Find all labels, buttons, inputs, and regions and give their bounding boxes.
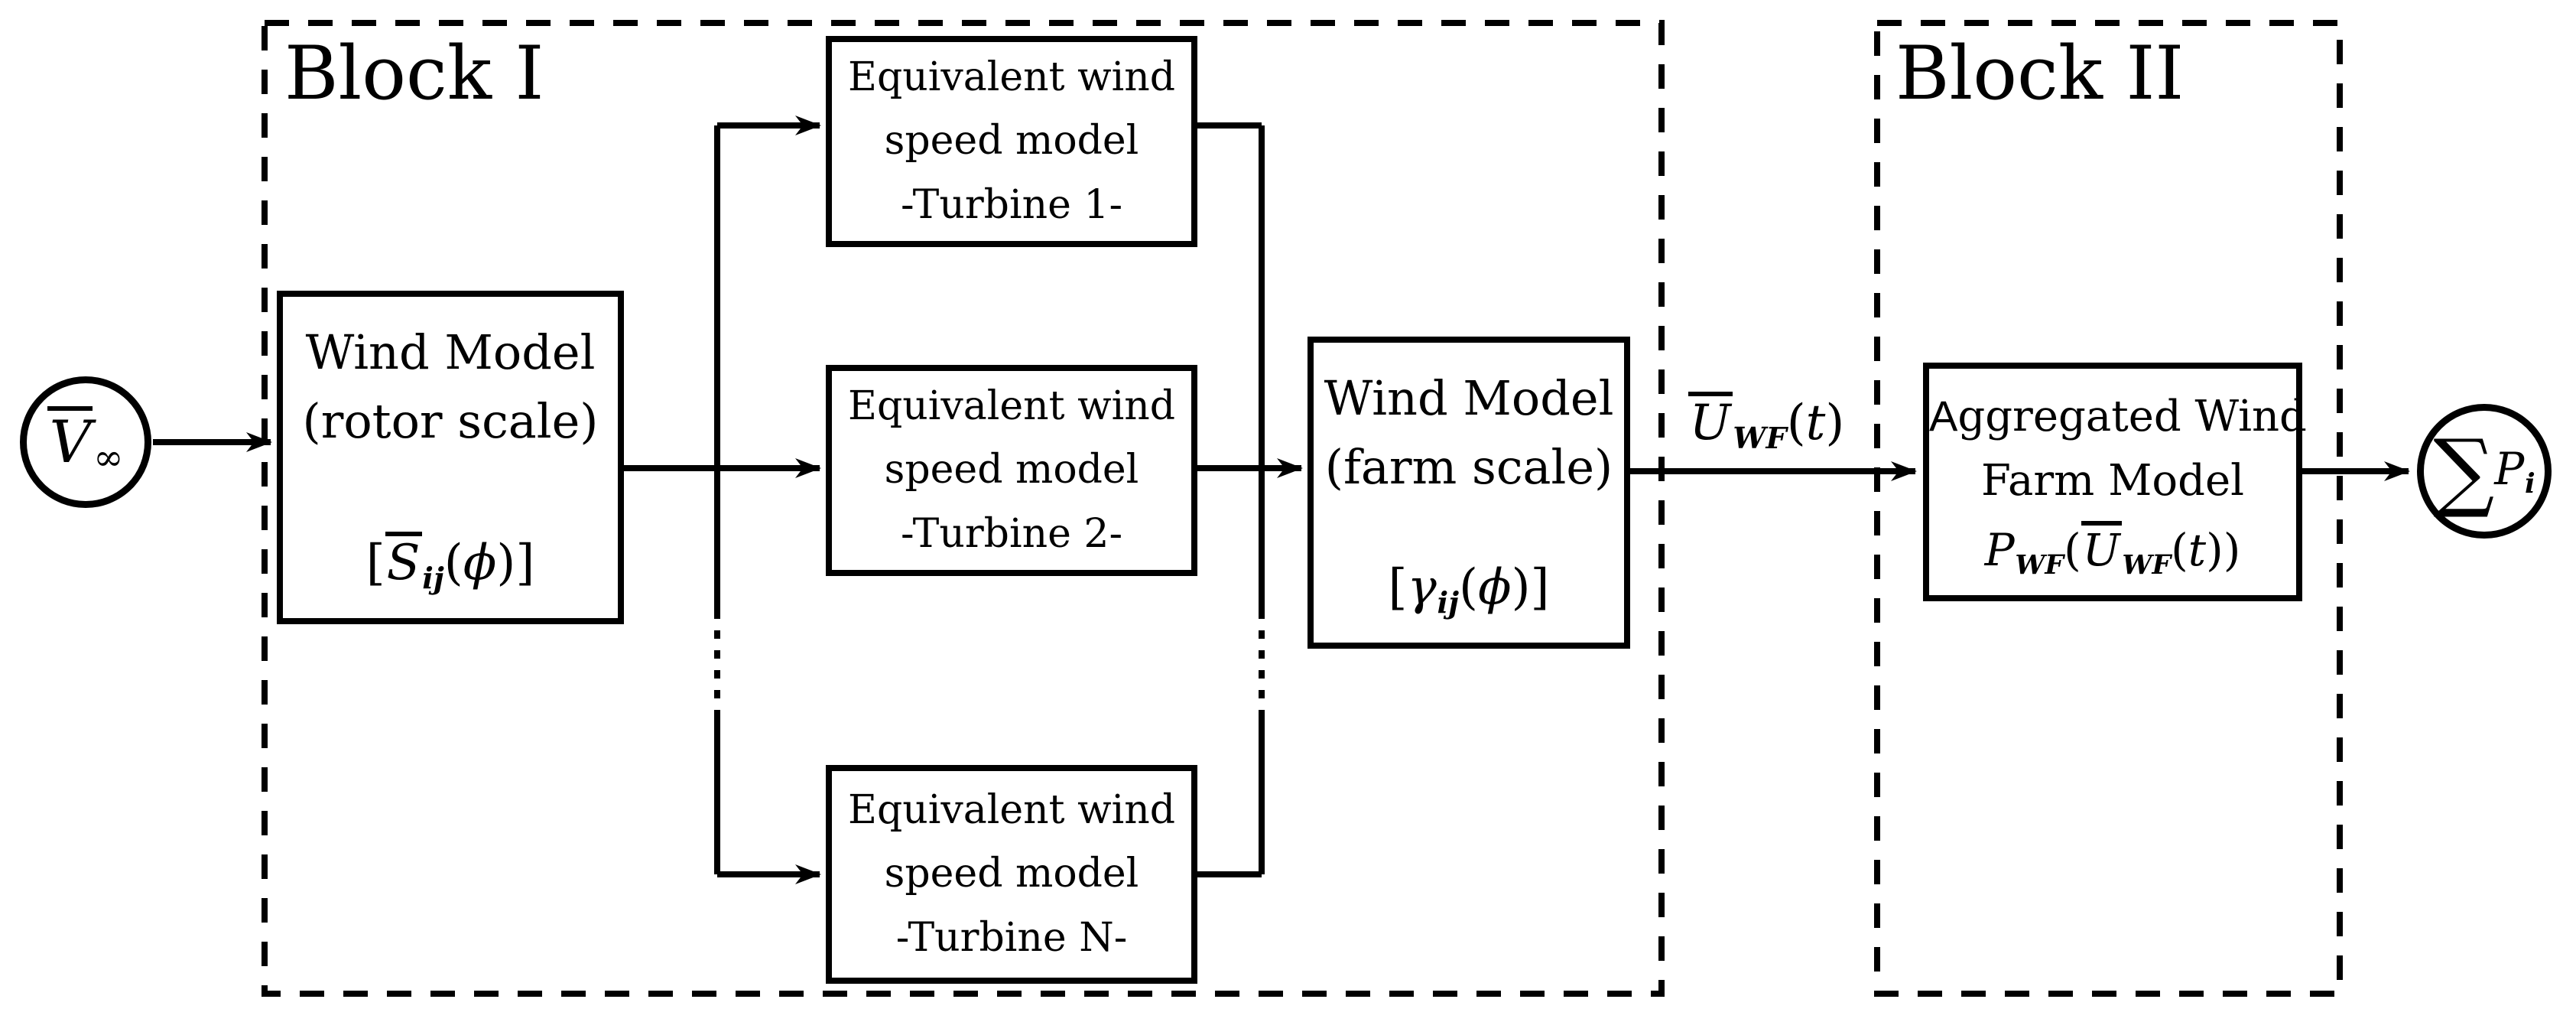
rotor-model-box: Wind Model (rotor scale) [Sij(ϕ)] xyxy=(277,291,624,624)
infinity-subscript: ∞ xyxy=(93,437,124,480)
rotor-model-line1: Wind Model xyxy=(305,324,596,380)
turbine2-line3: -Turbine 2- xyxy=(900,510,1123,557)
vbar-symbol: V xyxy=(47,405,93,476)
input-node-formula: V∞ xyxy=(47,405,124,480)
turbineN-box: Equivalent wind speed model -Turbine N- xyxy=(826,765,1197,984)
aggregated-model-box: Aggregated Wind Farm Model PWF(UWF(t)) xyxy=(1923,363,2307,601)
farm-model-formula: [γij(ϕ)] xyxy=(1388,559,1550,620)
aggregated-line2: Farm Model xyxy=(1980,456,2245,506)
input-node: V∞ xyxy=(20,376,151,508)
farm-model-line1: Wind Model xyxy=(1324,370,1614,426)
signal-uwf-label: UWF(t) xyxy=(1644,392,1889,455)
turbine1-line3: -Turbine 1- xyxy=(900,181,1123,228)
rotor-model-formula: [Sij(ϕ)] xyxy=(366,532,534,595)
turbine1-box: Equivalent wind speed model -Turbine 1- xyxy=(826,36,1197,247)
ubar-symbol: U xyxy=(1688,392,1733,448)
block2-boundary xyxy=(1874,20,2343,997)
rotor-model-line2: (rotor scale) xyxy=(302,392,599,449)
turbineN-line1: Equivalent wind xyxy=(848,787,1175,834)
aggregated-formula: PWF(UWF(t)) xyxy=(1985,521,2240,580)
turbineN-line2: speed model xyxy=(884,851,1139,897)
block2-label: Block II xyxy=(1895,31,2185,116)
turbine1-line2: speed model xyxy=(884,118,1139,164)
output-node-formula: Pi xyxy=(2494,443,2535,500)
block1-boundary xyxy=(261,20,1665,997)
turbineN-line3: -Turbine N- xyxy=(895,914,1128,961)
turbine2-line2: speed model xyxy=(884,447,1139,493)
turbine1-line1: Equivalent wind xyxy=(848,54,1175,101)
block1-label: Block I xyxy=(284,31,544,116)
farm-model-box: Wind Model (farm scale) [γij(ϕ)] xyxy=(1307,337,1630,649)
turbine2-line1: Equivalent wind xyxy=(848,383,1175,430)
sigma-symbol: ∑ xyxy=(2433,421,2495,521)
turbine2-box: Equivalent wind speed model -Turbine 2- xyxy=(826,365,1197,576)
aggregated-line1: Aggregated Wind xyxy=(1929,392,2307,442)
farm-model-line2: (farm scale) xyxy=(1324,438,1613,495)
output-node: ∑Pi xyxy=(2417,404,2552,539)
